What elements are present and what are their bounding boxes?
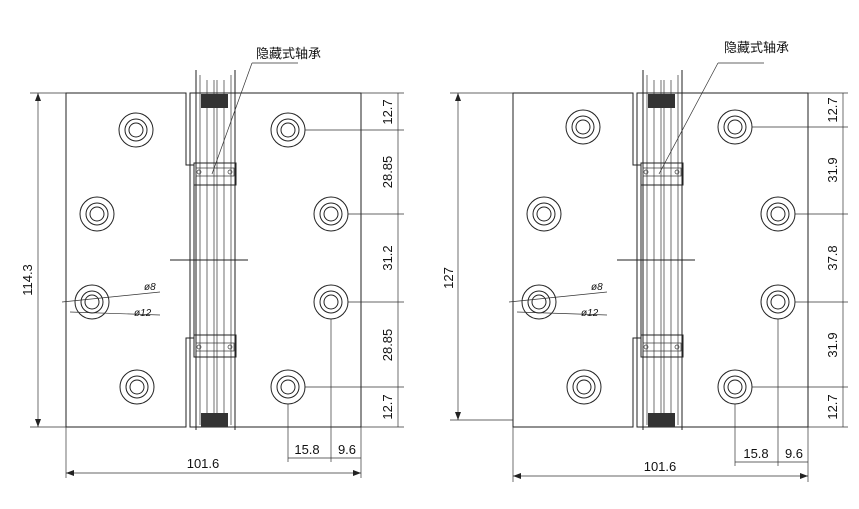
phi-small-label: ø8 <box>591 282 603 293</box>
phi-large-label: ø12 <box>134 308 152 319</box>
edge-offset-label: 9.6 <box>338 442 356 457</box>
screw-hole <box>74 284 110 320</box>
right-leaf-outline <box>636 92 809 428</box>
width-label: 101.6 <box>187 456 220 471</box>
bushing-bottom <box>201 413 228 427</box>
knuckle <box>617 70 695 430</box>
screw-hole <box>79 196 115 232</box>
right-leaf-outline <box>189 92 362 428</box>
screw-hole <box>521 284 557 320</box>
right-dim-3: 31.2 <box>380 245 395 270</box>
hinge-drawing-left: 隐藏式轴承 ø8 ø12 114.3 101.6 15.8 <box>20 47 404 478</box>
knuckle <box>170 70 248 430</box>
holes-left-leaf <box>521 109 602 405</box>
height-dimension <box>30 92 66 428</box>
holes-left-leaf <box>74 112 155 405</box>
right-dimension-lines <box>305 92 404 428</box>
phi-small-label: ø8 <box>144 282 156 293</box>
screw-hole <box>270 369 306 405</box>
phi12-leader <box>69 311 161 316</box>
right-dim-2: 28.85 <box>380 156 395 189</box>
hole-offset-dimension <box>287 319 361 462</box>
phi8-leader <box>508 291 608 303</box>
width-dimension <box>512 427 809 482</box>
height-label: 127 <box>441 267 456 289</box>
holes-right-leaf <box>270 112 349 405</box>
hole-offset-label: 15.8 <box>294 442 319 457</box>
screw-hole <box>313 196 349 232</box>
right-dim-4: 31.9 <box>825 332 840 357</box>
bearing-bottom <box>640 334 684 358</box>
height-label: 114.3 <box>20 264 35 296</box>
bushing-top <box>201 94 228 108</box>
bearing-label: 隐藏式轴承 <box>724 41 789 56</box>
screw-hole <box>270 112 306 148</box>
right-dim-5: 12.7 <box>380 394 395 419</box>
phi12-leader <box>516 311 608 316</box>
bushing-bottom <box>648 413 675 427</box>
screw-hole <box>566 369 602 405</box>
bearing-top <box>640 162 684 186</box>
bearing-leader <box>658 62 764 175</box>
screw-hole <box>118 112 154 148</box>
right-dim-1: 12.7 <box>380 99 395 124</box>
bearing-leader <box>211 62 298 175</box>
right-dim-4: 28.85 <box>380 329 395 362</box>
screw-hole <box>717 369 753 405</box>
width-label: 101.6 <box>644 459 677 474</box>
height-dimension <box>450 92 513 421</box>
screw-hole <box>526 196 562 232</box>
right-dim-1: 12.7 <box>825 97 840 122</box>
holes-right-leaf <box>717 109 796 405</box>
screw-hole <box>717 109 753 145</box>
screw-hole <box>313 284 349 320</box>
width-dimension <box>65 427 362 478</box>
right-dimension-lines <box>752 92 848 428</box>
right-dim-2: 31.9 <box>825 157 840 182</box>
bearing-label: 隐藏式轴承 <box>256 47 321 62</box>
right-dim-3: 37.8 <box>825 245 840 270</box>
edge-offset-label: 9.6 <box>785 446 803 461</box>
phi8-leader <box>61 291 161 303</box>
screw-hole <box>760 196 796 232</box>
phi-large-label: ø12 <box>581 308 599 319</box>
screw-hole <box>119 369 155 405</box>
hole-offset-label: 15.8 <box>743 446 768 461</box>
screw-hole <box>565 109 601 145</box>
right-dim-5: 12.7 <box>825 394 840 419</box>
hole-offset-dimension <box>734 319 808 466</box>
bushing-top <box>648 94 675 108</box>
screw-hole <box>760 284 796 320</box>
hinge-drawing-right: 隐藏式轴承 ø8 ø12 127 101.6 15.8 9.6 <box>441 41 848 482</box>
bearing-bottom <box>193 334 237 358</box>
bearing-top <box>193 162 237 186</box>
